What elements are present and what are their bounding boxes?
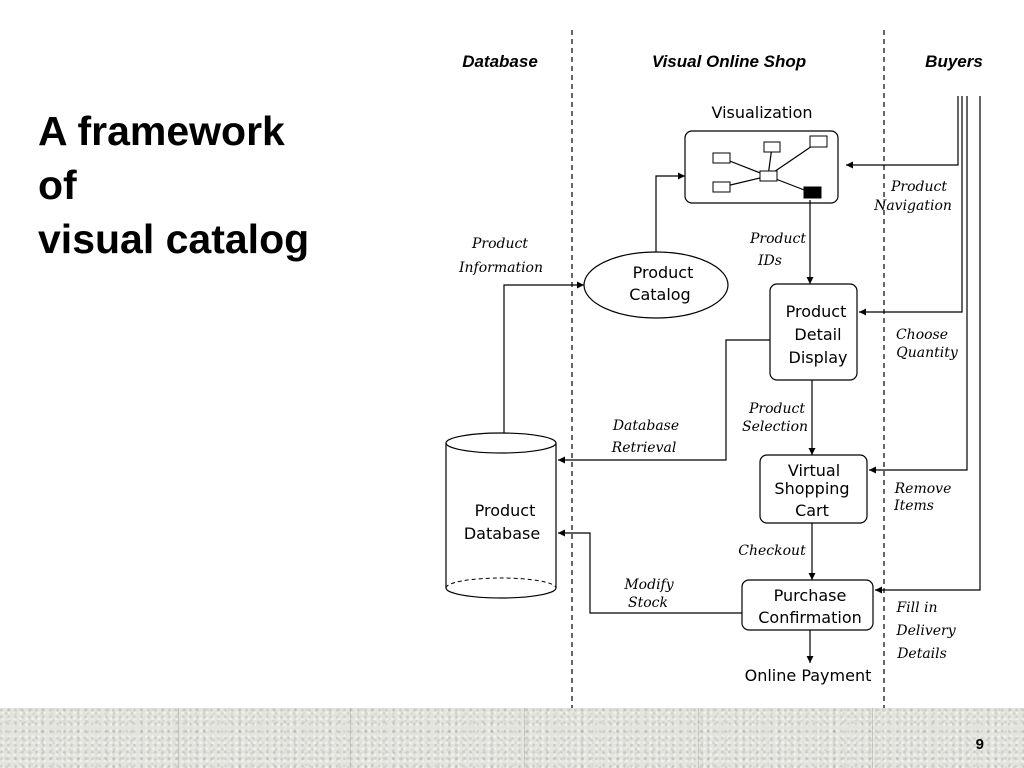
flow-label-modify-stock: Modify xyxy=(623,577,674,593)
buyer-line-remove-items xyxy=(869,96,968,474)
flow-label-product-ids: IDs xyxy=(757,253,782,269)
flow-label-choose-quantity: Quantity xyxy=(896,345,959,361)
purchase-confirmation-label: Confirmation xyxy=(758,608,862,627)
footer-tile-divider xyxy=(178,708,179,768)
virtual-shopping-cart-box xyxy=(759,454,868,524)
title-line: A framework xyxy=(38,108,285,154)
arrow-catalog-to-visualization xyxy=(655,172,685,252)
virtual-shopping-cart-label: Virtual xyxy=(788,461,840,480)
flow-label-product-selection: Product xyxy=(748,401,805,417)
buyer-line-choose-quantity xyxy=(859,96,963,316)
flow-label-product-information: Product xyxy=(471,236,528,252)
mini-graph-icon xyxy=(712,135,828,199)
column-header-visual-online-shop: Visual Online Shop xyxy=(652,52,806,71)
page-number: 9 xyxy=(975,736,984,753)
flow-label-product-navigation: Navigation xyxy=(873,198,952,214)
purchase-confirmation-box xyxy=(741,579,874,631)
flow-label-product-selection: Selection xyxy=(742,419,808,435)
product-detail-display-box xyxy=(769,283,858,381)
product-detail-display-label: Product xyxy=(786,302,847,321)
flow-label-fill-in-delivery-details: Delivery xyxy=(895,623,956,639)
footer-tile-divider xyxy=(350,708,351,768)
footer-tile-divider xyxy=(698,708,699,768)
visualization-label: Visualization xyxy=(711,103,812,122)
column-header-buyers: Buyers xyxy=(925,52,983,71)
title-line: of xyxy=(38,162,77,208)
buyer-line-navigation xyxy=(846,96,959,169)
flow-label-choose-quantity: Choose xyxy=(896,327,948,343)
framework-diagram: Database Visual Online Shop Buyers Visua… xyxy=(445,30,983,708)
product-detail-display-label: Detail xyxy=(794,325,841,344)
product-database-label: Database xyxy=(464,524,540,543)
flow-label-remove-items: Remove xyxy=(894,481,952,497)
purchase-confirmation-label: Purchase xyxy=(774,586,847,605)
arrow-modify-stock xyxy=(558,529,742,614)
flow-label-fill-in-delivery-details: Fill in xyxy=(895,600,937,616)
flow-label-product-information: Information xyxy=(458,260,543,276)
flow-label-database-retrieval: Database xyxy=(612,418,679,434)
online-payment-label: Online Payment xyxy=(745,666,872,685)
virtual-shopping-cart-label: Shopping xyxy=(774,479,849,498)
arrow-database-retrieval xyxy=(558,339,770,464)
product-catalog-label: Catalog xyxy=(629,285,690,304)
buyer-line-delivery-details xyxy=(875,96,981,594)
slide-title: A framework of visual catalog xyxy=(38,104,418,266)
product-database-cylinder xyxy=(445,432,557,599)
virtual-shopping-cart-label: Cart xyxy=(795,501,829,520)
flow-label-modify-stock: Stock xyxy=(628,595,668,611)
footer-tile-divider xyxy=(524,708,525,768)
visualization-box xyxy=(684,130,839,204)
footer-bar: 9 xyxy=(0,708,1024,768)
flow-label-checkout: Checkout xyxy=(738,543,806,559)
title-line: visual catalog xyxy=(38,216,310,262)
product-catalog-label: Product xyxy=(633,263,694,282)
product-database-label: Product xyxy=(475,501,536,520)
flow-label-remove-items: Items xyxy=(893,498,934,514)
column-header-database: Database xyxy=(462,52,538,71)
arrow-product-information xyxy=(503,281,584,433)
flow-label-fill-in-delivery-details: Details xyxy=(896,646,947,662)
product-detail-display-label: Display xyxy=(789,348,848,367)
flow-label-database-retrieval: Retrieval xyxy=(611,440,677,456)
flow-label-product-navigation: Product xyxy=(890,179,947,195)
footer-tile-divider xyxy=(872,708,873,768)
flow-label-product-ids: Product xyxy=(749,231,806,247)
